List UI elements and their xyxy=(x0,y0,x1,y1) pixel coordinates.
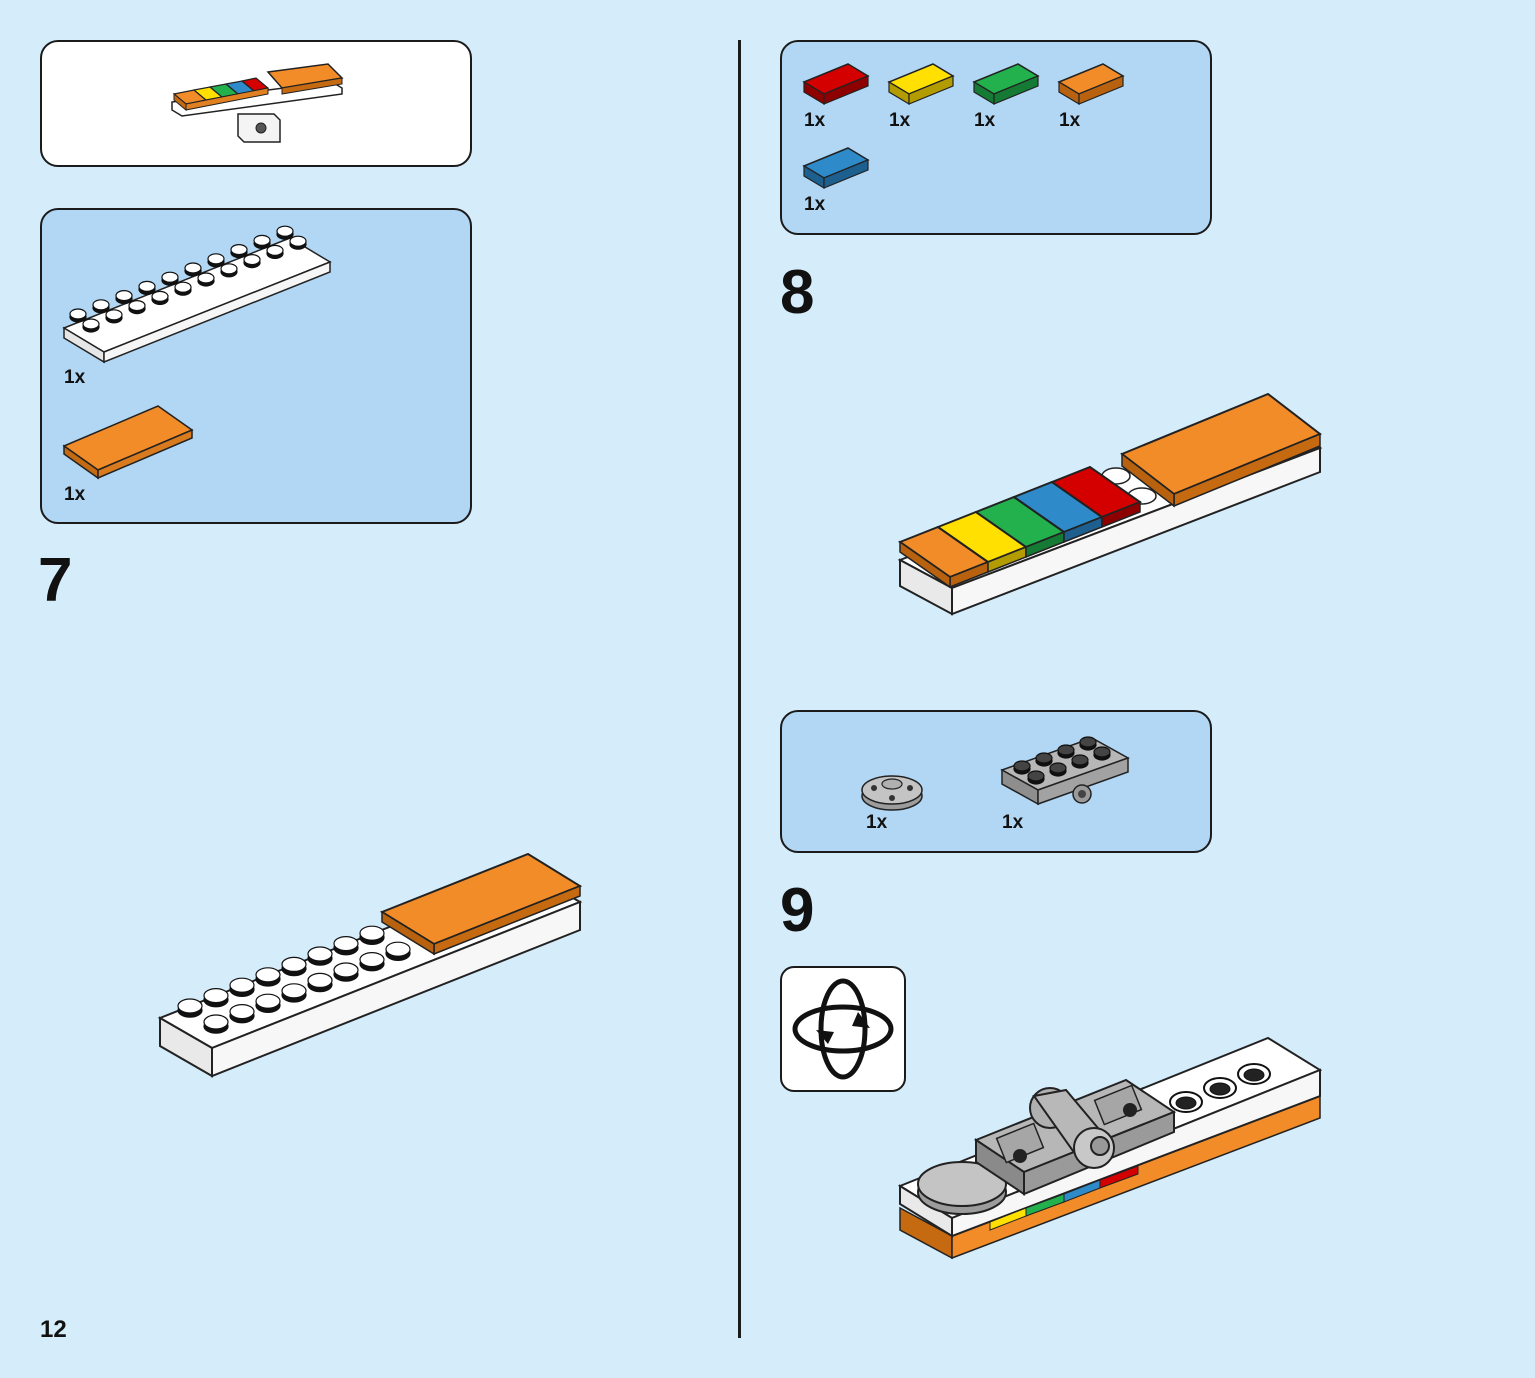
subassembly-callout xyxy=(40,40,472,167)
quantity-hinge-plate: 1x xyxy=(1002,812,1024,833)
rotate-model-icon xyxy=(780,966,906,1092)
quantity-orange-tile-8: 1x xyxy=(1059,110,1081,131)
column-divider xyxy=(738,40,741,1338)
step-number-9: 9 xyxy=(780,876,815,945)
quantity-yellow-tile: 1x xyxy=(889,110,911,131)
quantity-blue-tile: 1x xyxy=(804,194,826,215)
parts-list-step-7: 1x 1x xyxy=(40,208,472,524)
step-number-8: 8 xyxy=(780,258,815,327)
parts-list-step-9: 1x 1x xyxy=(780,710,1212,853)
step-9-parts-illustration xyxy=(861,736,1130,811)
orange-tile-illustration xyxy=(62,405,194,480)
step-8-tiles-illustration xyxy=(802,63,1125,190)
white-plate-2x10-illustration xyxy=(62,225,332,364)
step-7-model-illustration xyxy=(157,852,583,1078)
step-number-7: 7 xyxy=(38,546,73,615)
quantity-red-tile: 1x xyxy=(804,110,826,131)
quantity-green-tile: 1x xyxy=(974,110,996,131)
quantity-round-plate: 1x xyxy=(866,812,888,833)
subassembly-rainbow-illustration xyxy=(171,63,344,143)
quantity-white-plate: 1x xyxy=(64,367,86,388)
parts-list-step-8: 1x 1x 1x 1x 1x xyxy=(780,40,1212,235)
page-number: 12 xyxy=(40,1316,67,1343)
quantity-orange-tile: 1x xyxy=(64,484,86,505)
rotate-arrows-icon xyxy=(792,978,894,1080)
